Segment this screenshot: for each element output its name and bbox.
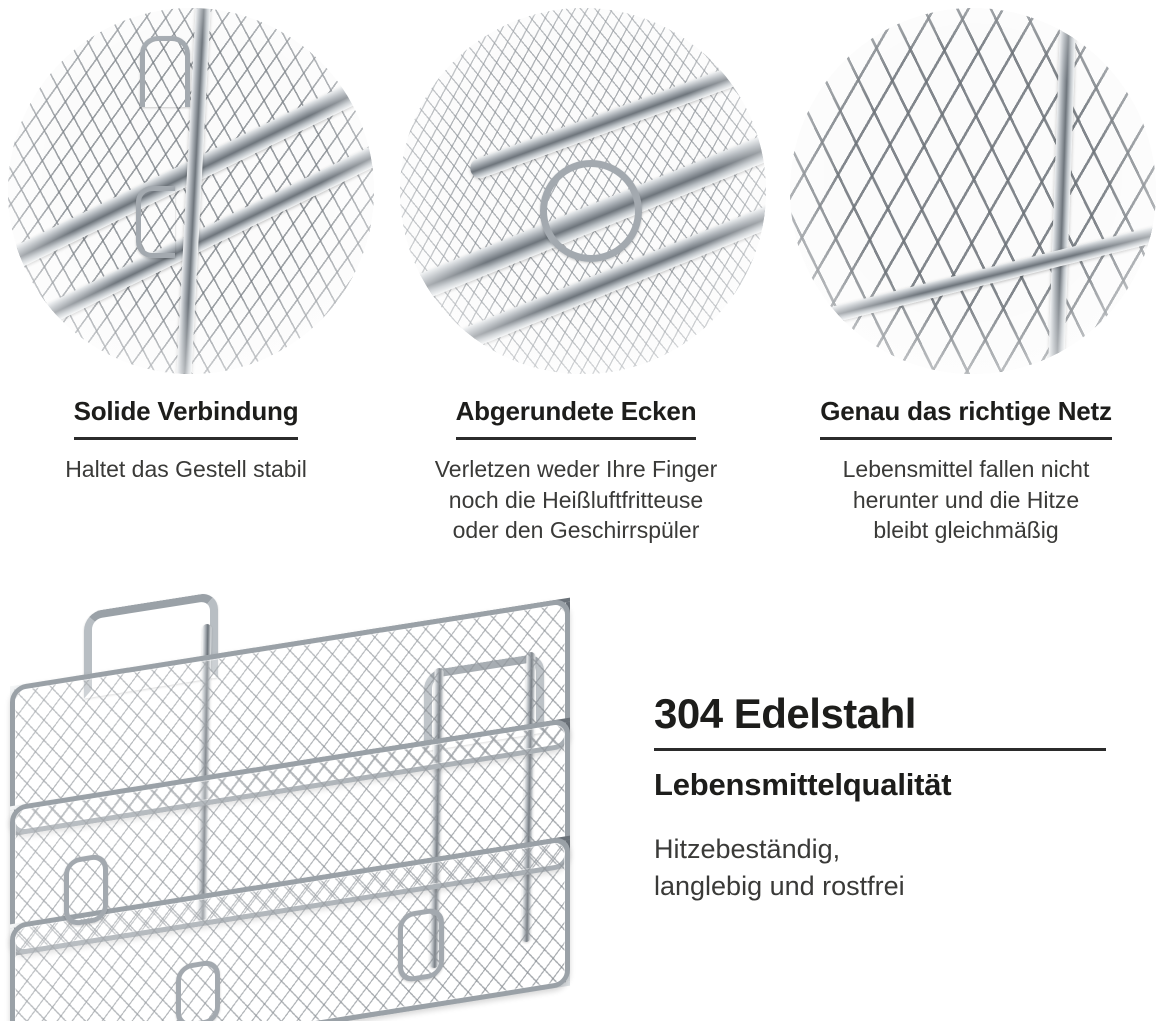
vignette bbox=[8, 8, 374, 374]
material-body: Hitzebeständig, langlebig und rostfrei bbox=[654, 834, 905, 902]
vignette bbox=[790, 8, 1156, 374]
feature-caption-rounded-corners: Abgerundete Ecken Verletzen weder Ihre F… bbox=[398, 396, 754, 546]
feature-body: Haltet das Gestell stabil bbox=[65, 456, 307, 482]
feature-heading: Genau das richtige Netz bbox=[820, 396, 1112, 440]
feature-heading: Abgerundete Ecken bbox=[455, 396, 697, 440]
photo-circle-3 bbox=[790, 8, 1156, 374]
feature-caption-right-mesh: Genau das richtige Netz Lebensmittel fal… bbox=[788, 396, 1144, 546]
foot-clip-front bbox=[176, 958, 220, 1021]
feature-caption-solid-connection: Solide Verbindung Haltet das Gestell sta… bbox=[8, 396, 364, 485]
feature-heading: Solide Verbindung bbox=[73, 396, 299, 440]
material-subtitle: Lebensmittelqualität bbox=[654, 767, 952, 802]
photo-circle-2 bbox=[400, 8, 766, 374]
feature-images-row bbox=[0, 0, 1160, 380]
feature-body: Lebensmittel fallen nicht herunter und d… bbox=[842, 456, 1090, 544]
product-image-rack bbox=[0, 580, 640, 1021]
foot-clip-right bbox=[398, 906, 444, 984]
foot-clip-left bbox=[64, 852, 108, 928]
material-title: 304 Edelstahl bbox=[654, 690, 1106, 751]
photo-circle-1 bbox=[8, 8, 374, 374]
feature-body: Verletzen weder Ihre Finger noch die Hei… bbox=[434, 456, 718, 544]
feature-image-rounded-corners bbox=[400, 8, 766, 374]
material-callout: 304 Edelstahl Lebensmittelqualität Hitze… bbox=[654, 690, 1124, 906]
feature-image-right-mesh bbox=[790, 8, 1156, 374]
vignette bbox=[400, 8, 766, 374]
feature-image-solid-connection bbox=[8, 8, 374, 374]
